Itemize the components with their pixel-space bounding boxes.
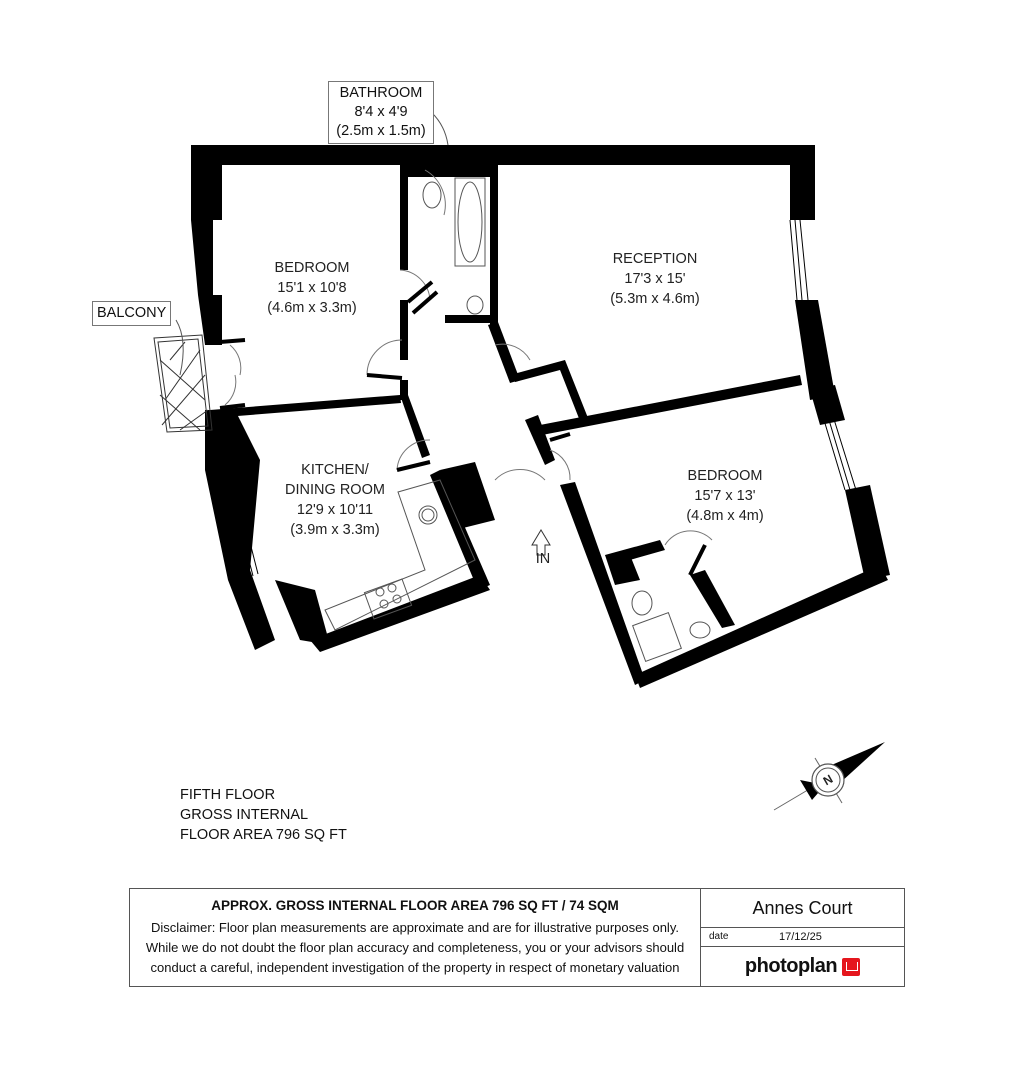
room-dimensions-metric: (4.8m x 4m) [686, 508, 764, 524]
room-dimensions-imperial: 12'9 x 10'11 [296, 502, 374, 518]
floor-plan [153, 111, 890, 811]
floor-area-value: FLOOR AREA 796 SQ FT [180, 827, 347, 843]
floor-area-label: GROSS INTERNAL [180, 807, 309, 823]
disclaimer-line: While we do not doubt the floor plan acc… [145, 940, 685, 955]
logo-text: photoplan [744, 955, 838, 977]
room-dimensions-metric: (3.9m x 3.3m) [290, 522, 380, 538]
bathroom-label: BATHROOM 8'4 x 4'9 (2.5m x 1.5m) [328, 81, 434, 144]
disclaimer-text: Disclaimer: Floor plan measurements are … [130, 918, 700, 978]
photoplan-logo-icon [842, 957, 861, 976]
balcony-label: BALCONY [92, 301, 172, 326]
bedroom2-label: BEDROOM 15'7 x 13' (4.8m x 4m) [665, 466, 785, 526]
entrance-arrow-icon [531, 529, 551, 556]
room-name: BEDROOM [274, 260, 350, 276]
room-dimensions-metric: (2.5m x 1.5m) [336, 123, 426, 139]
room-name: BEDROOM [687, 468, 763, 484]
room-name: RECEPTION [612, 251, 698, 267]
date-row: date 17/12/25 [701, 928, 904, 947]
room-name-line2: DINING ROOM [285, 482, 385, 498]
balcony-shape [153, 334, 213, 433]
disclaimer-line: Disclaimer: Floor plan measurements are … [151, 920, 679, 935]
room-name-line1: KITCHEN/ [301, 462, 369, 478]
footer-disclaimer-section: APPROX. GROSS INTERNAL FLOOR AREA 796 SQ… [130, 889, 701, 986]
entrance-label: IN [535, 551, 551, 567]
area-headline: APPROX. GROSS INTERNAL FLOOR AREA 796 SQ… [211, 898, 619, 913]
room-name: BATHROOM [339, 85, 423, 101]
room-dimensions-imperial: 15'7 x 13' [694, 488, 756, 504]
date-value: 17/12/25 [779, 931, 822, 943]
floor-name: FIFTH FLOOR [180, 787, 276, 803]
floor-info: FIFTH FLOOR GROSS INTERNAL FLOOR AREA 79… [180, 785, 347, 845]
compass-icon [773, 742, 885, 811]
footer-info-section: Annes Court date 17/12/25 photoplan [701, 889, 904, 986]
room-dimensions-imperial: 17'3 x 15' [624, 271, 686, 287]
photoplan-logo: photoplan [701, 947, 904, 986]
room-dimensions-imperial: 8'4 x 4'9 [354, 104, 408, 120]
footer-panel: APPROX. GROSS INTERNAL FLOOR AREA 796 SQ… [129, 888, 905, 987]
wall-top [191, 145, 810, 165]
room-dimensions-metric: (4.6m x 3.3m) [267, 300, 357, 316]
room-dimensions-metric: (5.3m x 4.6m) [610, 291, 700, 307]
date-label: date [709, 931, 729, 942]
reception-label: RECEPTION 17'3 x 15' (5.3m x 4.6m) [595, 249, 715, 309]
disclaimer-line: conduct a careful, independent investiga… [150, 960, 680, 975]
kitchen-label: KITCHEN/ DINING ROOM 12'9 x 10'11 (3.9m … [275, 460, 395, 540]
bedroom1-label: BEDROOM 15'1 x 10'8 (4.6m x 3.3m) [252, 258, 372, 318]
room-name: BALCONY [97, 305, 167, 321]
room-dimensions-imperial: 15'1 x 10'8 [277, 280, 347, 296]
property-name: Annes Court [701, 889, 904, 928]
